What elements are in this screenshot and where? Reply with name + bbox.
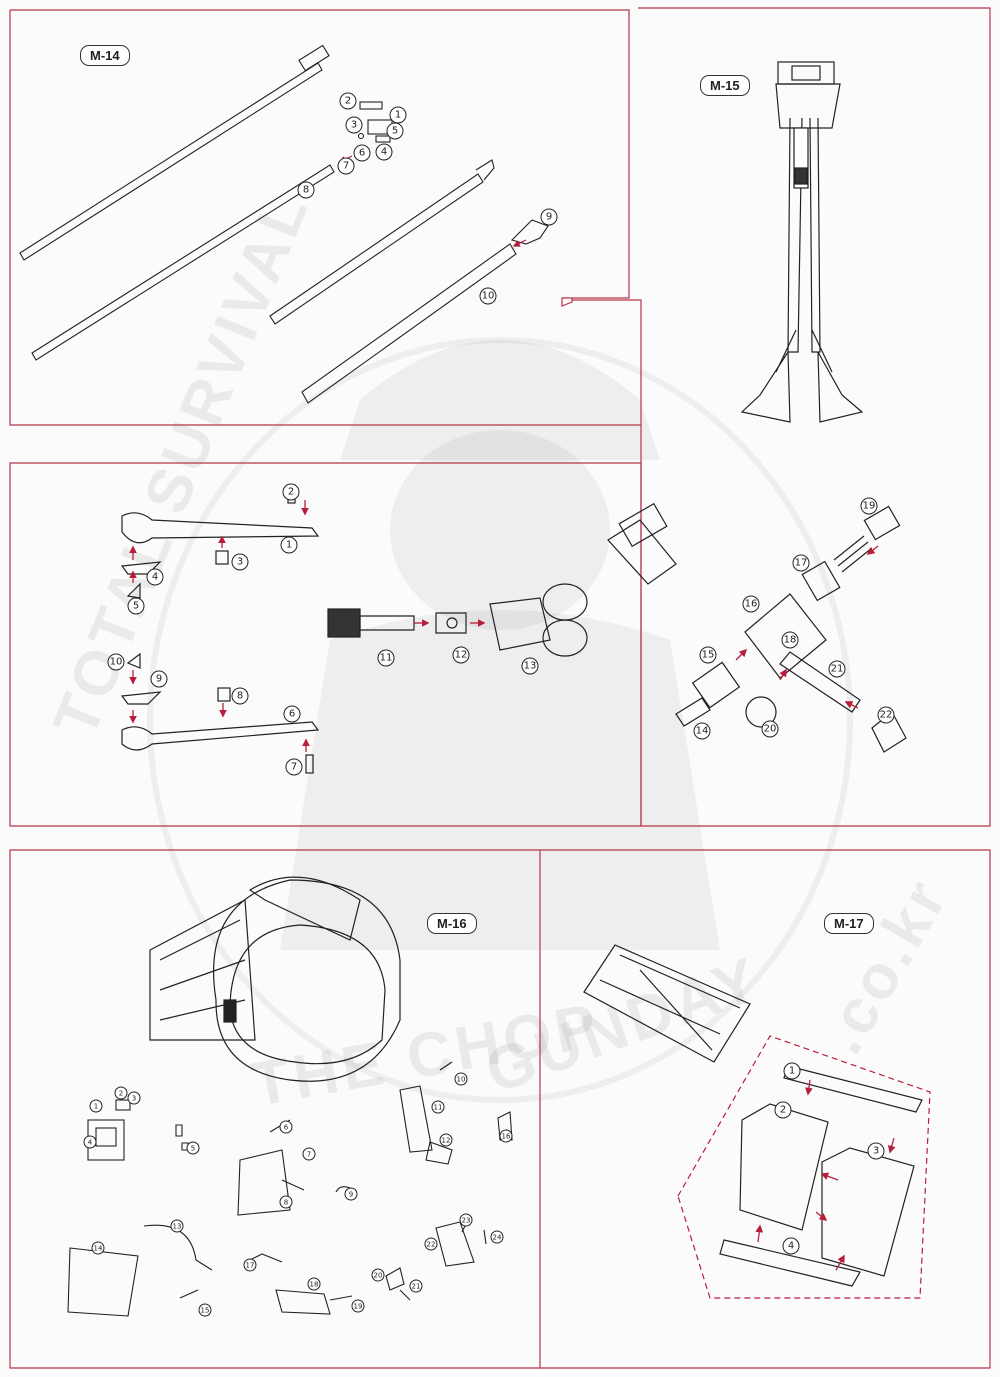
m16-part-24: 24 <box>490 1230 504 1244</box>
m16-drum <box>149 876 401 1082</box>
m14-part-7: 7 <box>337 157 355 175</box>
m14-part-1: 1 <box>389 106 407 124</box>
panel-borders <box>9 7 991 1369</box>
m17-part-2: 2 <box>774 1101 792 1119</box>
m16-part-21: 21 <box>409 1279 423 1293</box>
m14-part-3: 3 <box>345 116 363 134</box>
m14-part-10: 10 <box>479 287 497 305</box>
m14-part-6: 6 <box>353 144 371 162</box>
m17-parts <box>583 944 923 1287</box>
bipod-border <box>9 462 642 827</box>
m14-part-9: 9 <box>540 208 558 226</box>
knob <box>327 608 361 638</box>
m16-part-6: 6 <box>279 1120 293 1134</box>
m16-part-7: 7 <box>302 1147 316 1161</box>
bipod-part-9: 9 <box>150 670 168 688</box>
m14-parts <box>19 44 549 404</box>
m14-part-5: 5 <box>386 122 404 140</box>
bipod-part-16: 16 <box>742 595 760 613</box>
bipod-part-5: 5 <box>127 597 145 615</box>
rod-4 <box>301 243 517 404</box>
rod-4-tip <box>510 219 549 245</box>
m16-part-14: 14 <box>91 1241 105 1255</box>
m16-part-18: 18 <box>307 1277 321 1291</box>
m16-part-9: 9 <box>344 1187 358 1201</box>
bipod-part-17: 17 <box>792 554 810 572</box>
m16-part-10: 10 <box>454 1072 468 1086</box>
m16-part-2: 2 <box>114 1086 128 1100</box>
m15-bipod <box>740 61 864 423</box>
bipod-part-18: 18 <box>781 631 799 649</box>
m16-part-11: 11 <box>431 1100 445 1114</box>
leg-lower <box>121 721 320 751</box>
m16-part-4: 4 <box>83 1135 97 1149</box>
m17-part-1: 1 <box>783 1062 801 1080</box>
bipod-part-21: 21 <box>828 660 846 678</box>
m15-border <box>638 7 991 827</box>
m16-part-3: 3 <box>127 1091 141 1105</box>
bipod-part-4: 4 <box>146 568 164 586</box>
m16-part-17: 17 <box>243 1258 257 1272</box>
watermark-logo <box>147 337 853 1103</box>
bipod-part-20: 20 <box>761 720 779 738</box>
m16-part-13: 13 <box>170 1219 184 1233</box>
bipod-left-arrows <box>129 500 310 752</box>
rod-1-tip <box>298 44 330 72</box>
m17-label: M-17 <box>824 913 874 934</box>
m14-part-8: 8 <box>297 181 315 199</box>
rod-3-fork <box>475 159 495 181</box>
m14-label: M-14 <box>80 45 130 66</box>
bipod-part-15: 15 <box>699 646 717 664</box>
rod-1 <box>19 62 323 261</box>
m17-border <box>540 849 991 1369</box>
m16-part-20: 20 <box>371 1268 385 1282</box>
bipod-part-7: 7 <box>285 758 303 776</box>
m16-part-15: 15 <box>198 1303 212 1317</box>
bipod-right-assembly <box>607 502 907 753</box>
m17-part-4: 4 <box>782 1237 800 1255</box>
m15-label: M-15 <box>700 75 750 96</box>
bipod-part-10: 10 <box>107 653 125 671</box>
leg-upper <box>121 512 320 544</box>
m16-part-16: 16 <box>499 1129 513 1143</box>
m14-arrow-b <box>512 239 527 247</box>
bipod-part-2: 2 <box>282 483 300 501</box>
bipod-part-8: 8 <box>231 687 249 705</box>
bipod-part-19: 19 <box>860 497 878 515</box>
bipod-part-6: 6 <box>283 705 301 723</box>
rod-2 <box>31 164 335 361</box>
m14-small-parts <box>357 101 393 143</box>
rod-3 <box>269 173 484 325</box>
m16-label: M-16 <box>427 913 477 934</box>
bipod-part-1: 1 <box>280 536 298 554</box>
bipod-part-12: 12 <box>452 646 470 664</box>
bipod-part-13: 13 <box>521 657 539 675</box>
m16-part-23: 23 <box>459 1213 473 1227</box>
m14-part-4: 4 <box>375 143 393 161</box>
m14-part-2: 2 <box>339 92 357 110</box>
bipod-part-3: 3 <box>231 553 249 571</box>
m16-part-1: 1 <box>89 1099 103 1113</box>
m16-part-8: 8 <box>279 1195 293 1209</box>
bipod-part-14: 14 <box>693 722 711 740</box>
m16-part-5: 5 <box>186 1141 200 1155</box>
bipod-part-11: 11 <box>377 649 395 667</box>
m16-part-22: 22 <box>424 1237 438 1251</box>
m16-part-19: 19 <box>351 1299 365 1313</box>
m17-part-3: 3 <box>867 1142 885 1160</box>
bipod-center-assembly <box>327 583 588 657</box>
bipod-part-22: 22 <box>877 706 895 724</box>
m17-dashed-frame <box>677 1035 931 1299</box>
m16-part-12: 12 <box>439 1133 453 1147</box>
